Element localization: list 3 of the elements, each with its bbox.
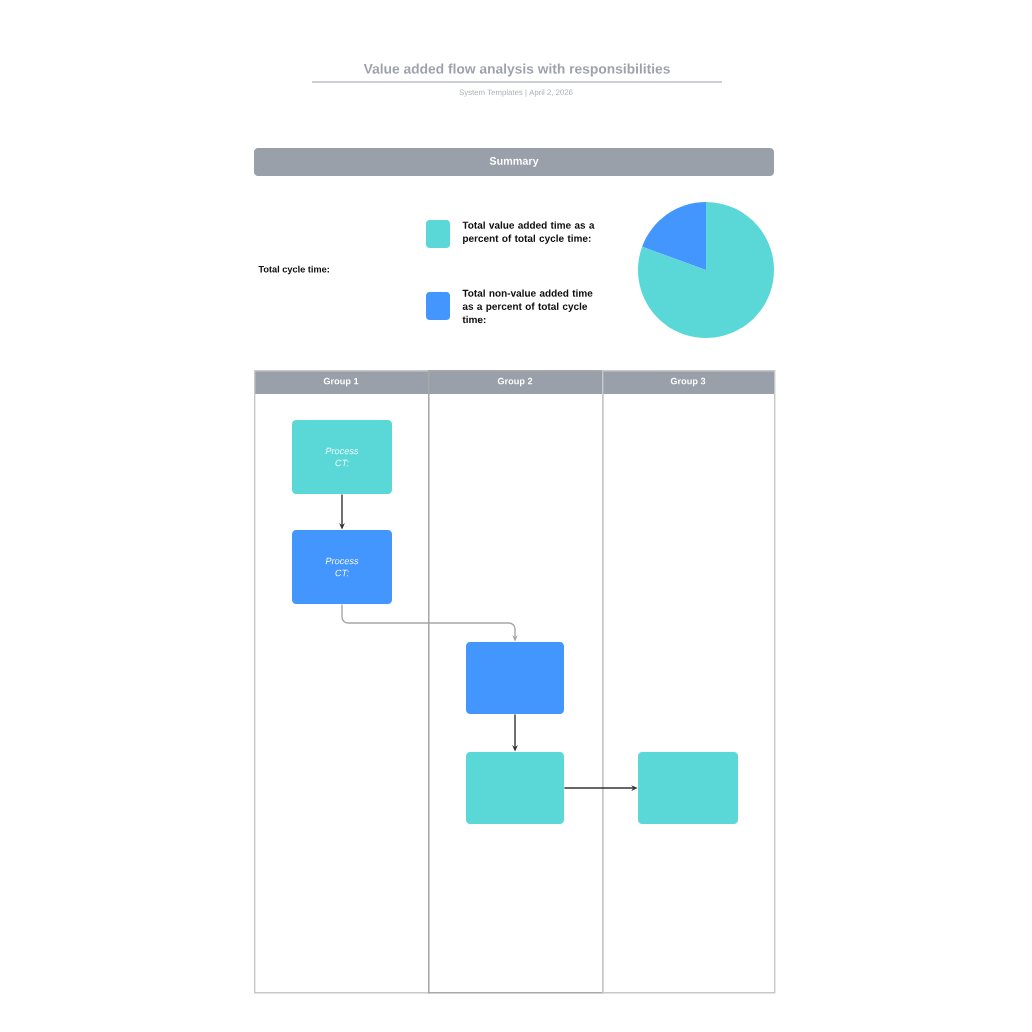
process-box [638,752,738,824]
process-box [466,642,564,714]
process-box [466,752,564,824]
